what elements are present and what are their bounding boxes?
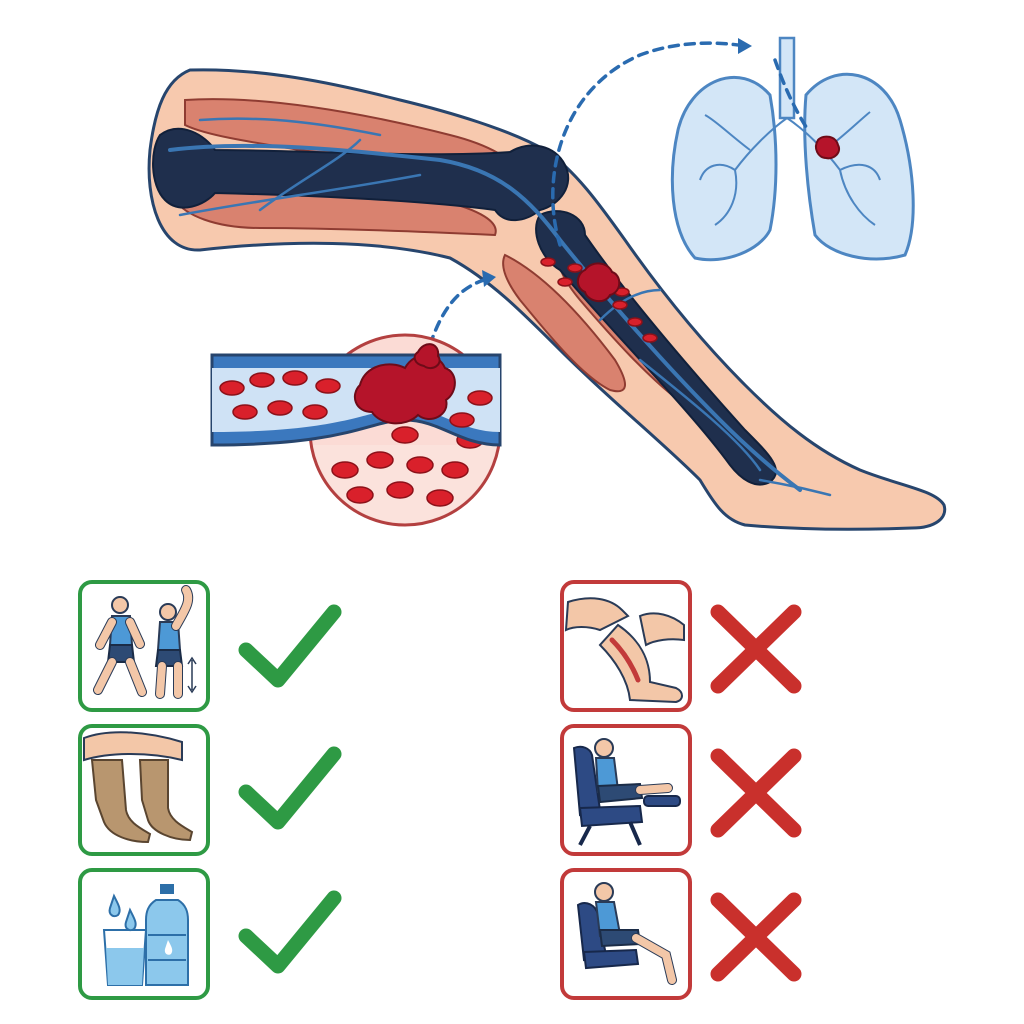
dont-card-prolonged-sitting [560, 868, 692, 1000]
arrow-head-icon [738, 38, 752, 54]
seated-leg-raised-icon [572, 738, 681, 846]
dont-card-seated-leg [560, 724, 692, 856]
arrow-leg-to-lungs [551, 41, 747, 247]
hydration-water-icon [102, 884, 189, 986]
check-icon [238, 746, 342, 830]
dont-card-massage [560, 580, 692, 712]
arrow-clot-to-leg-vein [428, 276, 492, 347]
arrow-head-icon [482, 270, 496, 287]
cross-icon [710, 748, 802, 838]
do-card-exercise [78, 580, 210, 712]
cross-icon [710, 892, 802, 982]
do-card-compression [78, 724, 210, 856]
exercise-walking-stretching-icon [93, 585, 197, 699]
check-icon [238, 604, 342, 688]
compression-stockings-icon [83, 731, 194, 844]
vein-cross-section-with-clot [210, 333, 502, 527]
check-icon [238, 890, 342, 974]
do-card-hydration [78, 868, 210, 1000]
cross-icon [710, 604, 802, 694]
leg-massage-icon [564, 597, 685, 704]
lungs-with-embolus [670, 36, 915, 262]
leg-anatomy-illustration [147, 68, 947, 531]
prolonged-sitting-icon [576, 882, 677, 985]
